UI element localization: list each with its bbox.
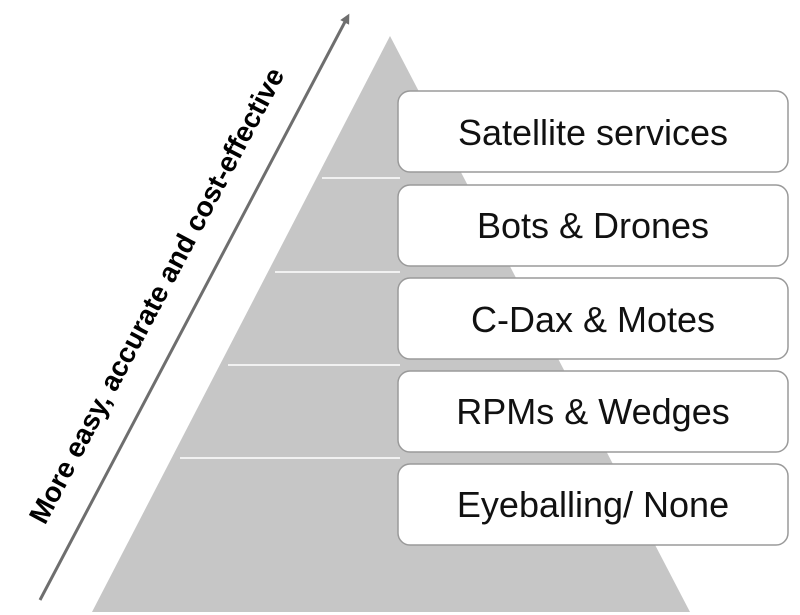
tier-box <box>397 184 789 267</box>
tier-label: Bots & Drones <box>477 205 709 246</box>
tier-cdax-motes: C-Dax & Motes <box>397 277 789 360</box>
tier-label: Eyeballing/ None <box>457 484 729 525</box>
tier-label: RPMs & Wedges <box>456 391 729 432</box>
tier-label: C-Dax & Motes <box>471 299 715 340</box>
tier-box <box>397 463 789 546</box>
tier-eyeballing-none: Eyeballing/ None <box>397 463 789 546</box>
tier-bots-drones: Bots & Drones <box>397 184 789 267</box>
tier-satellite-services: Satellite services <box>397 90 789 173</box>
tier-label: Satellite services <box>458 112 728 153</box>
tier-box <box>397 277 789 360</box>
tier-box <box>397 370 789 453</box>
direction-arrow <box>38 13 350 601</box>
tier-box <box>397 90 789 173</box>
tier-rpms-wedges: RPMs & Wedges <box>397 370 789 453</box>
